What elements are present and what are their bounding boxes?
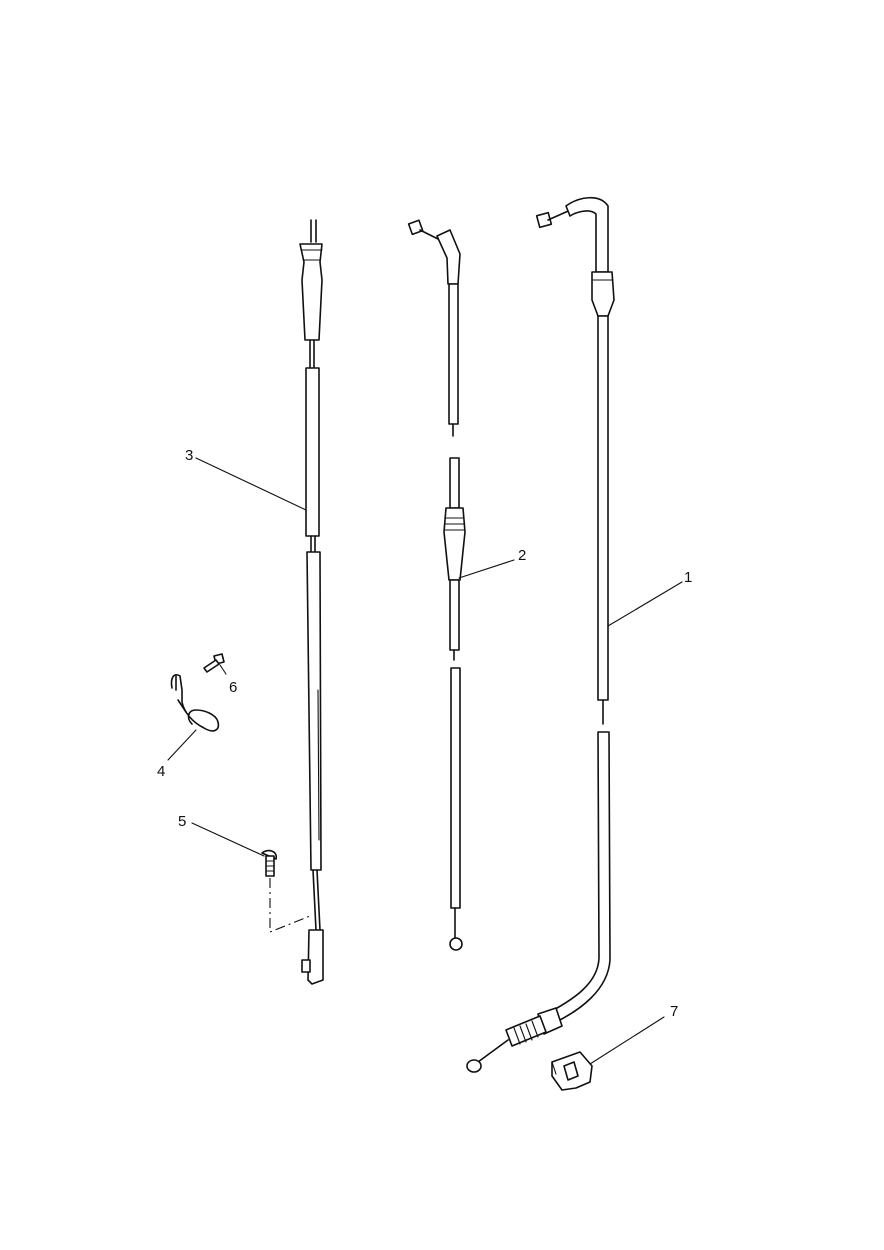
part-3-cable — [299, 219, 324, 985]
part-2-cable — [407, 219, 466, 951]
callout-3: 3 — [185, 447, 193, 464]
callout-1: 1 — [684, 569, 692, 586]
callout-5: 5 — [178, 813, 186, 830]
callout-2: 2 — [518, 547, 526, 564]
callout-labels: 1 2 3 4 5 6 7 — [157, 447, 692, 1020]
part-7-bracket — [551, 1051, 593, 1091]
part-6-screw — [203, 653, 225, 673]
part-4-clip — [170, 673, 220, 732]
part-5-screw — [261, 849, 278, 877]
callout-7: 7 — [670, 1003, 678, 1020]
assembly-leader-line — [269, 878, 311, 933]
callout-4: 4 — [157, 763, 165, 780]
part-1-cable — [466, 196, 615, 1073]
callout-leaders — [167, 457, 683, 1065]
callout-6: 6 — [229, 679, 237, 696]
